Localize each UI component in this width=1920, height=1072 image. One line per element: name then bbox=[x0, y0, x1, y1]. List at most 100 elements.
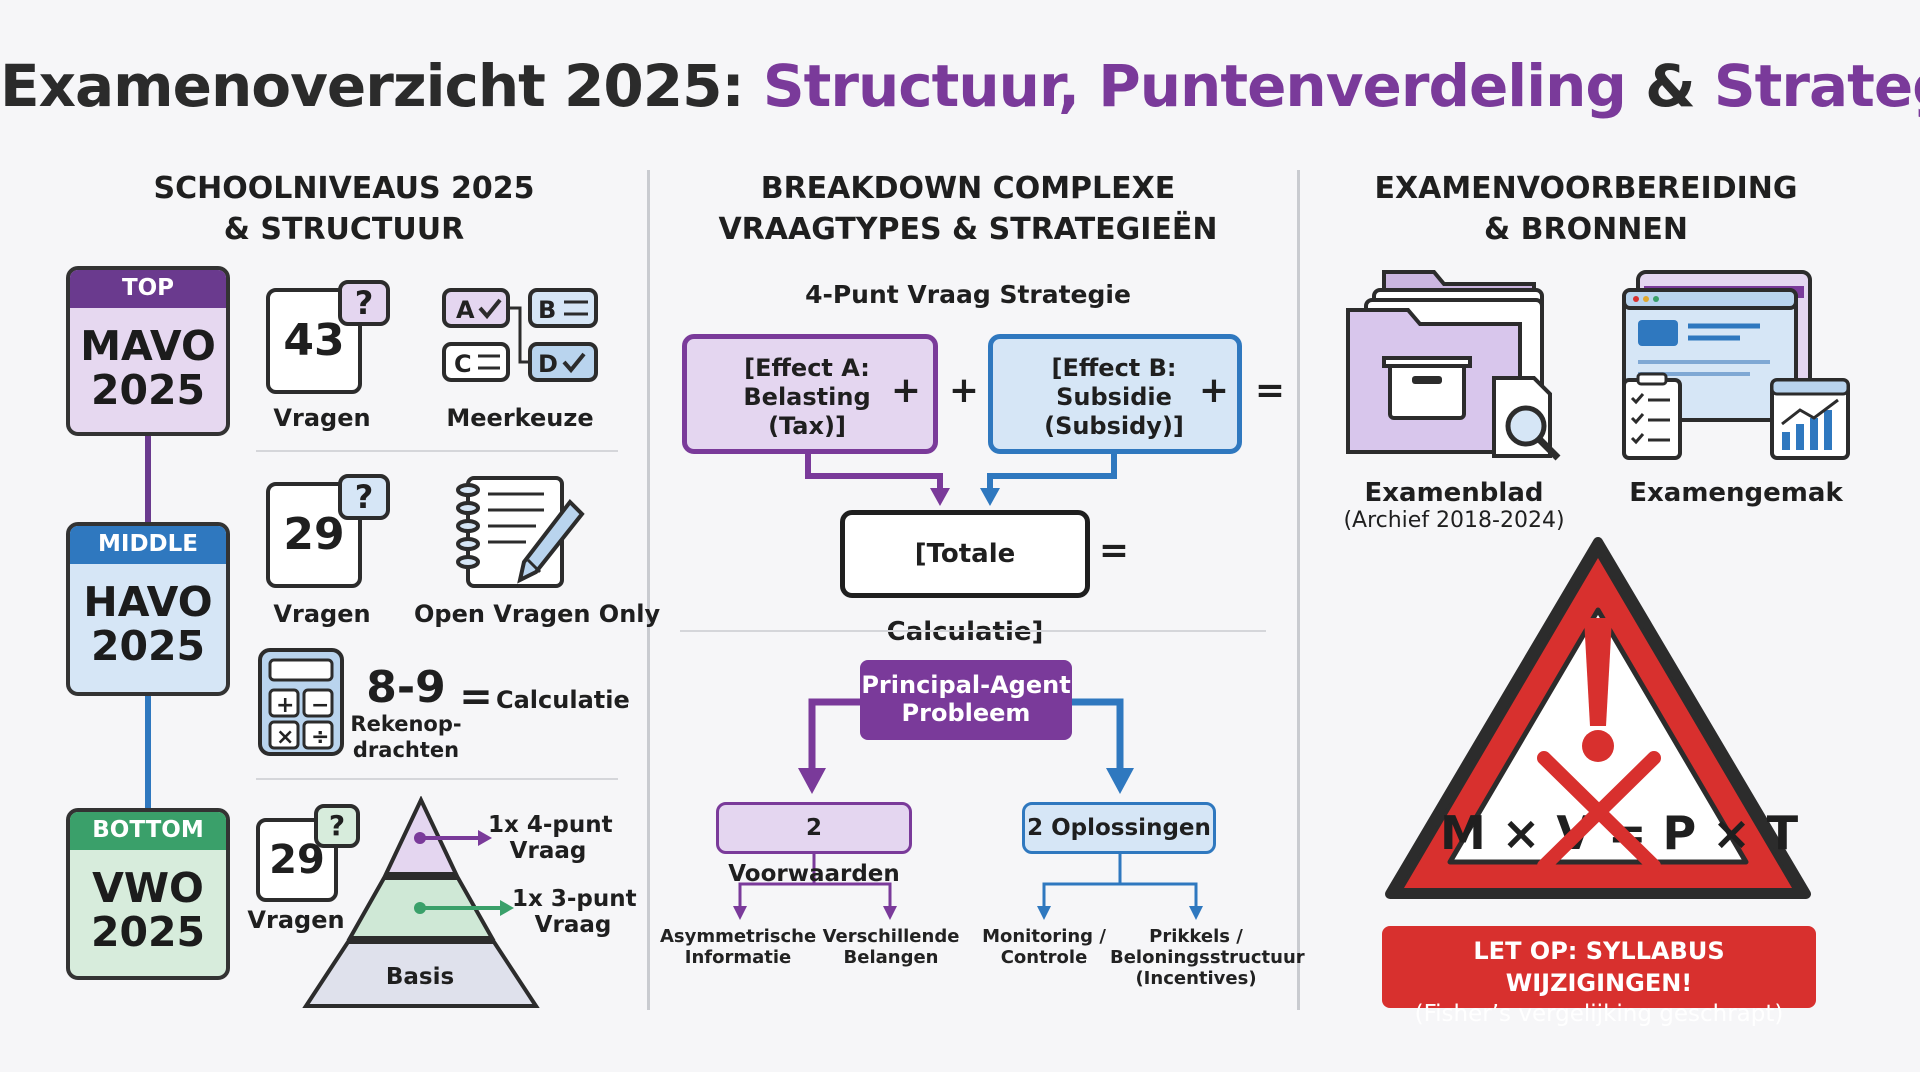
level-year-mavo: 2025 bbox=[90, 366, 206, 414]
svg-text:D: D bbox=[538, 350, 558, 378]
left-column-heading: SCHOOLNIVEAUS 2025 & STRUCTUUR bbox=[120, 168, 568, 250]
havo-calc-sub-2: drachten bbox=[352, 738, 460, 762]
svg-text:A: A bbox=[456, 296, 475, 324]
level-connector-bottom bbox=[145, 694, 151, 812]
left-heading-line-1: SCHOOLNIVEAUS 2025 bbox=[153, 171, 535, 206]
solution-incentives: Prikkels / Beloningsstructuur (Incentive… bbox=[1110, 926, 1305, 989]
title-part-3: & bbox=[1625, 52, 1714, 120]
solution-2-line-1: Prikkels / bbox=[1149, 926, 1243, 947]
condition-2-line-1: Verschillende bbox=[822, 926, 960, 947]
right-column-heading: EXAMENVOORBEREIDING & BRONNEN bbox=[1336, 168, 1836, 250]
examenblad-sub-label: (Archief 2018-2024) bbox=[1343, 508, 1565, 533]
havo-calc-value: 8-9 bbox=[366, 662, 446, 713]
point-pyramid-icon bbox=[302, 796, 540, 1008]
effect-a-line-2: Belasting bbox=[743, 383, 871, 411]
svg-text:B: B bbox=[538, 296, 556, 324]
effect-a-box: [Effect A: Belasting (Tax)] bbox=[682, 334, 938, 454]
pyramid-base-label: Basis bbox=[385, 964, 455, 990]
effect-b-line-2: Subsidie bbox=[1056, 383, 1172, 411]
left-row-divider-2 bbox=[256, 778, 618, 780]
effect-a-plus: + bbox=[890, 370, 922, 411]
level-card-mavo: TOP MAVO 2025 bbox=[66, 266, 230, 436]
left-row-divider-1 bbox=[256, 450, 618, 452]
right-heading-line-2: & BRONNEN bbox=[1484, 212, 1688, 247]
principal-agent-line-1: Principal-Agent bbox=[861, 671, 1071, 699]
level-connector-top bbox=[145, 434, 151, 524]
effect-b-line-1: [Effect B: bbox=[1051, 354, 1177, 382]
svg-text:×: × bbox=[276, 725, 294, 750]
principal-agent-line-2: Probleem bbox=[901, 699, 1031, 727]
solution-1-line-2: Controle bbox=[1000, 947, 1088, 968]
middle-section-divider bbox=[680, 630, 1266, 632]
svg-text:÷: ÷ bbox=[311, 725, 329, 750]
havo-calc-equals: = bbox=[459, 674, 493, 720]
notebook-pencil-icon bbox=[456, 476, 585, 588]
condition-2-line-2: Belangen bbox=[843, 947, 939, 968]
effect-a-line-1: [Effect A: bbox=[744, 354, 870, 382]
havo-question-count: 29 bbox=[266, 482, 362, 588]
level-card-vwo: BOTTOM VWO 2025 bbox=[66, 808, 230, 980]
total-calculation-box: [Totale Calculatie] bbox=[840, 510, 1090, 647]
pyramid-top-label-2: Vraag bbox=[509, 838, 587, 864]
condition-different-interests: Verschillende Belangen bbox=[816, 926, 966, 968]
left-heading-line-2: & STRUCTUUR bbox=[223, 212, 465, 247]
calculator-icon: + − × ÷ bbox=[258, 648, 344, 756]
title-part-2: Structuur, Puntenverdeling bbox=[762, 52, 1627, 120]
folder-search-icon bbox=[1346, 270, 1561, 461]
effect-b-box: [Effect B: Subsidie (Subsidy)] bbox=[988, 334, 1242, 454]
total-equals-sign: = bbox=[1098, 530, 1130, 571]
right-heading-line-1: EXAMENVOORBEREIDING bbox=[1374, 171, 1798, 206]
havo-questions-label: Vragen bbox=[273, 600, 371, 628]
syllabus-warning-line-1: LET OP: SYLLABUS WIJZIGINGEN! bbox=[1473, 937, 1725, 997]
solution-2-line-2: Beloningsstructuur bbox=[1110, 947, 1305, 968]
pyramid-mid-label-1: 1x 3-punt bbox=[512, 886, 637, 912]
voorwaarden-node: 2 Voorwaarden bbox=[716, 802, 912, 887]
pyramid-top-label-1: 1x 4-punt bbox=[488, 812, 613, 838]
level-year-vwo: 2025 bbox=[90, 908, 206, 956]
condition-1-line-1: Asymmetrische bbox=[660, 926, 817, 947]
effect-b-plus: + bbox=[1198, 370, 1230, 411]
strategy-title: 4-Punt Vraag Strategie bbox=[805, 280, 1131, 309]
level-card-havo: MIDDLE HAVO 2025 bbox=[66, 522, 230, 696]
syllabus-warning-banner: LET OP: SYLLABUS WIJZIGINGEN! (Fisher’s … bbox=[1382, 926, 1816, 1027]
solution-monitoring: Monitoring / Controle bbox=[976, 926, 1112, 968]
solution-2-line-3: (Incentives) bbox=[1135, 968, 1257, 989]
mavo-type-label: Meerkeuze bbox=[446, 404, 594, 432]
havo-calc-sub-1: Rekenop- bbox=[350, 712, 462, 736]
principal-agent-root: Principal-Agent Probleem bbox=[860, 660, 1072, 740]
condition-asymmetric-info: Asymmetrische Informatie bbox=[660, 926, 816, 968]
column-divider-left bbox=[647, 170, 650, 1010]
equals-sign: = bbox=[1254, 370, 1286, 411]
title-part-1: Examenoverzicht 2025: bbox=[0, 52, 763, 120]
mavo-questions-label: Vragen bbox=[273, 404, 371, 432]
svg-text:C: C bbox=[454, 350, 472, 378]
column-divider-right bbox=[1297, 170, 1300, 1010]
warning-triangle-icon bbox=[1385, 537, 1811, 899]
examengemak-label: Examengemak bbox=[1629, 478, 1843, 508]
level-year-havo: 2025 bbox=[90, 622, 206, 670]
level-name-mavo: MAVO bbox=[80, 322, 216, 370]
condition-1-line-2: Informatie bbox=[684, 947, 792, 968]
havo-type-label: Open Vragen Only bbox=[414, 600, 661, 628]
middle-column-heading: BREAKDOWN COMPLEXE VRAAGTYPES & STRATEGI… bbox=[690, 168, 1246, 250]
website-dashboard-icon bbox=[1622, 270, 1850, 460]
svg-text:+: + bbox=[276, 693, 294, 718]
syllabus-warning-line-2: (Fisher’s vergelijking geschrapt) bbox=[1414, 1001, 1784, 1027]
plus-sign: + bbox=[948, 370, 980, 411]
question-bubble-icon: ? bbox=[314, 804, 360, 848]
level-band-bottom: BOTTOM bbox=[70, 812, 226, 850]
middle-heading-line-1: BREAKDOWN COMPLEXE bbox=[760, 171, 1176, 206]
effect-a-line-3: (Tax)] bbox=[768, 412, 846, 440]
effect-b-line-3: (Subsidy)] bbox=[1044, 412, 1184, 440]
cross-out-icon bbox=[1537, 751, 1661, 873]
havo-calc-label: Calculatie bbox=[496, 686, 630, 714]
examenblad-label: Examenblad bbox=[1364, 478, 1544, 508]
level-name-havo: HAVO bbox=[83, 578, 213, 626]
vwo-questions-label: Vragen bbox=[247, 906, 345, 934]
svg-text:−: − bbox=[311, 693, 329, 718]
question-bubble-icon: ? bbox=[338, 280, 390, 326]
level-name-vwo: VWO bbox=[92, 864, 204, 912]
level-band-middle: MIDDLE bbox=[70, 526, 226, 564]
page-title: Examenoverzicht 2025: Structuur, Puntenv… bbox=[0, 52, 1920, 120]
